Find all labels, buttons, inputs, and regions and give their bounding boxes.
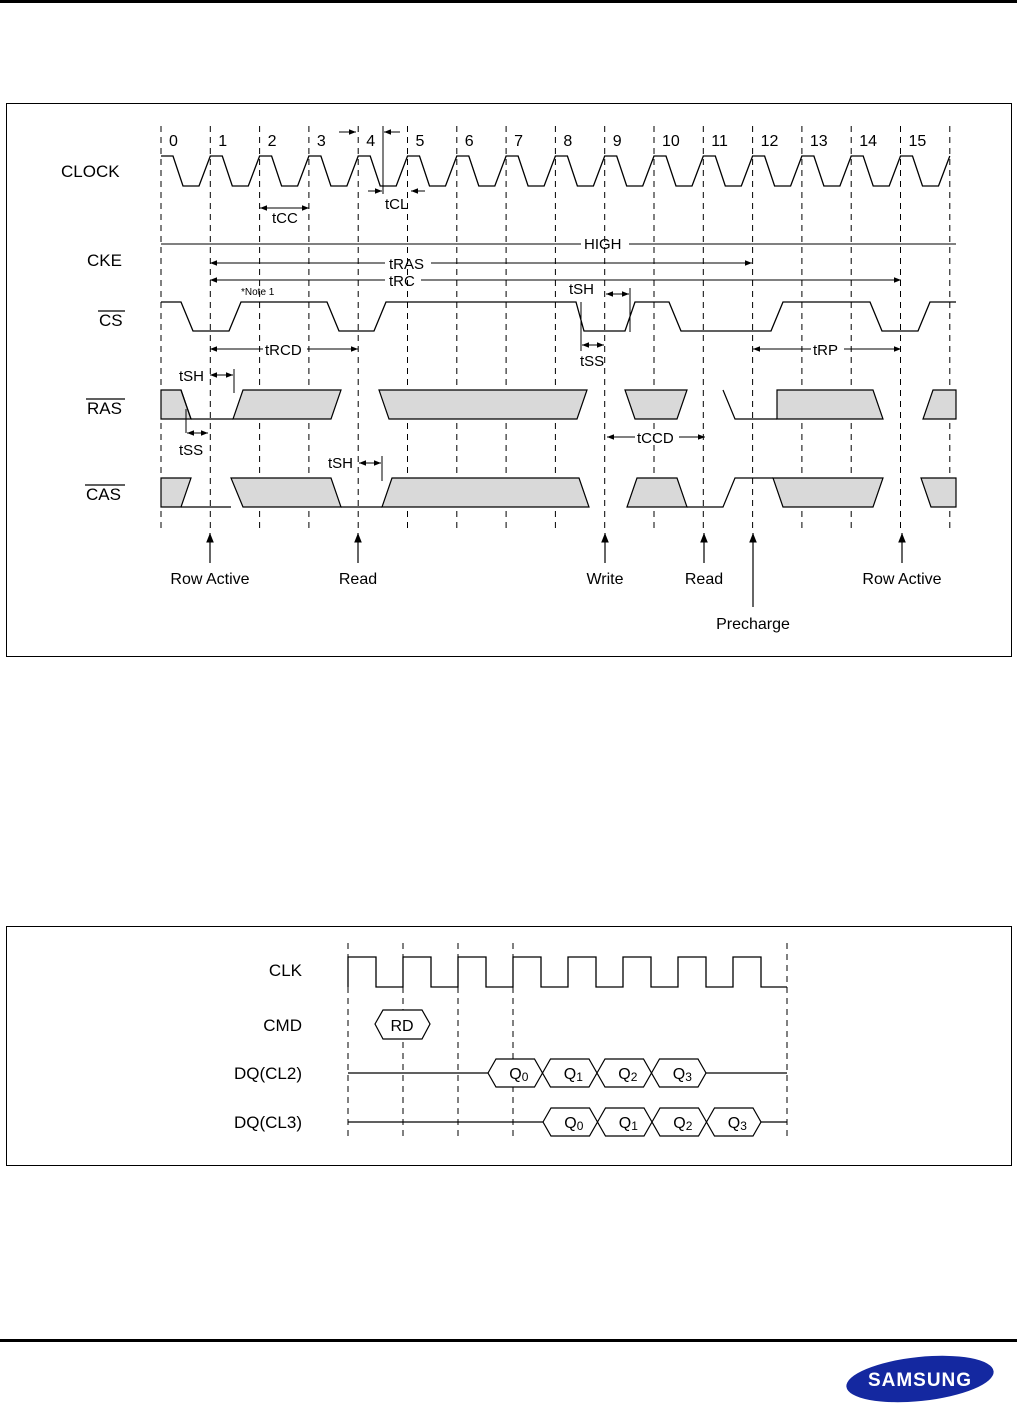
label-tcl: tCL: [385, 196, 408, 213]
logo-text: SAMSUNG: [868, 1370, 972, 1391]
cmd-read-2: Read: [685, 571, 723, 588]
label-note-1: *Note 1: [241, 287, 275, 298]
label-tss-cs: tSS: [580, 353, 604, 370]
signal-cs: CS: [99, 311, 123, 330]
top-rule: [0, 0, 1017, 3]
clock-number: 1: [218, 133, 227, 150]
clock-number: 2: [268, 133, 277, 150]
clock-number: 0: [169, 133, 178, 150]
label-tras: tRAS: [389, 256, 424, 273]
label-tsh-cas: tSH: [328, 455, 353, 472]
clock-number: 4: [366, 133, 375, 150]
clock-number: 5: [416, 133, 425, 150]
signal-ras: RAS: [87, 399, 122, 418]
label-trp: tRP: [813, 342, 838, 359]
samsung-logo: SAMSUNG: [845, 1354, 995, 1404]
signal-clk: CLK: [269, 961, 303, 980]
label-tcc: tCC: [272, 210, 298, 227]
signal-clock: CLOCK: [61, 162, 120, 181]
label-trc: tRC: [389, 273, 415, 290]
label-trcd: tRCD: [265, 342, 302, 359]
signal-cmd: CMD: [263, 1016, 302, 1035]
clock-number: 13: [810, 133, 828, 150]
clock-number: 8: [563, 133, 572, 150]
label-high: HIGH: [584, 236, 622, 253]
label-tsh-cs: tSH: [569, 281, 594, 298]
cs-waveform: [161, 302, 956, 331]
cmd-row-active-2: Row Active: [862, 571, 941, 588]
cmd-precharge: Precharge: [716, 616, 790, 633]
cmd-row-active-1: Row Active: [170, 571, 249, 588]
clock-number: 7: [514, 133, 523, 150]
label-tccd: tCCD: [637, 430, 674, 447]
clock-number: 10: [662, 133, 680, 150]
clk-waveform: [348, 957, 787, 987]
signal-dq-cl2: DQ(CL2): [234, 1064, 302, 1083]
bottom-rule: [0, 1339, 1017, 1342]
clock-number: 14: [859, 133, 877, 150]
clock-number: 9: [613, 133, 622, 150]
cas-waveform: [161, 478, 956, 507]
cmd-read-1: Read: [339, 571, 377, 588]
clock-number: 3: [317, 133, 326, 150]
ras-waveform: [161, 390, 956, 419]
signal-cke: CKE: [87, 251, 122, 270]
clock-number: 6: [465, 133, 474, 150]
signal-cas: CAS: [86, 485, 121, 504]
clock-number: 15: [909, 133, 927, 150]
clock-number: 11: [711, 133, 728, 150]
clock-number: 12: [761, 133, 779, 150]
label-tss-ras: tSS: [179, 442, 203, 459]
rd-label: RD: [390, 1018, 413, 1035]
cmd-write: Write: [586, 571, 623, 588]
label-tsh-ras: tSH: [179, 368, 204, 385]
signal-dq-cl3: DQ(CL3): [234, 1113, 302, 1132]
